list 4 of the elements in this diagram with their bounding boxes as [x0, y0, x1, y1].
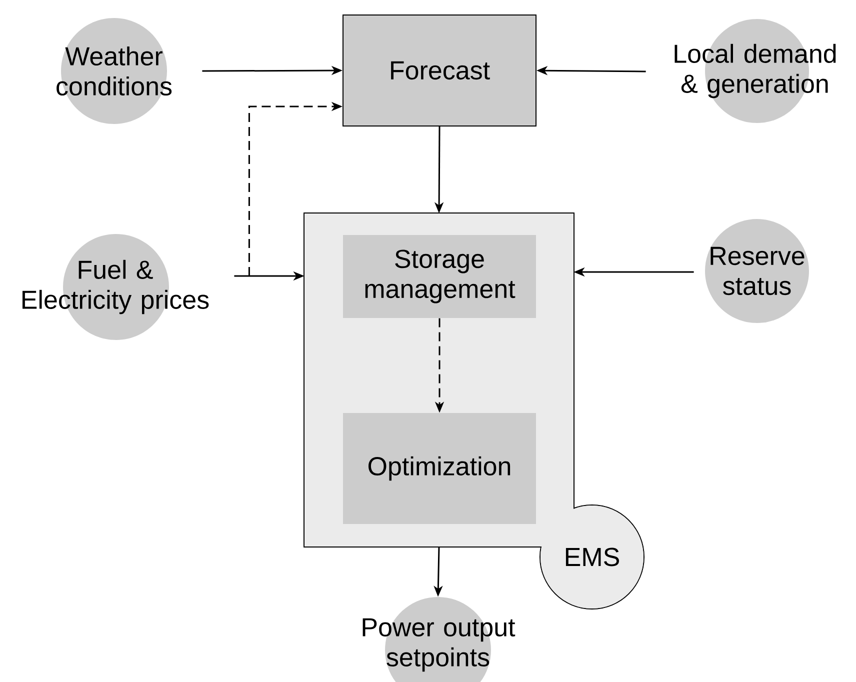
process-box: Optimization	[343, 413, 536, 524]
process-box: Forecast	[342, 14, 536, 126]
node-label: EMS	[566, 548, 619, 566]
process-box: Storage management	[343, 235, 536, 318]
